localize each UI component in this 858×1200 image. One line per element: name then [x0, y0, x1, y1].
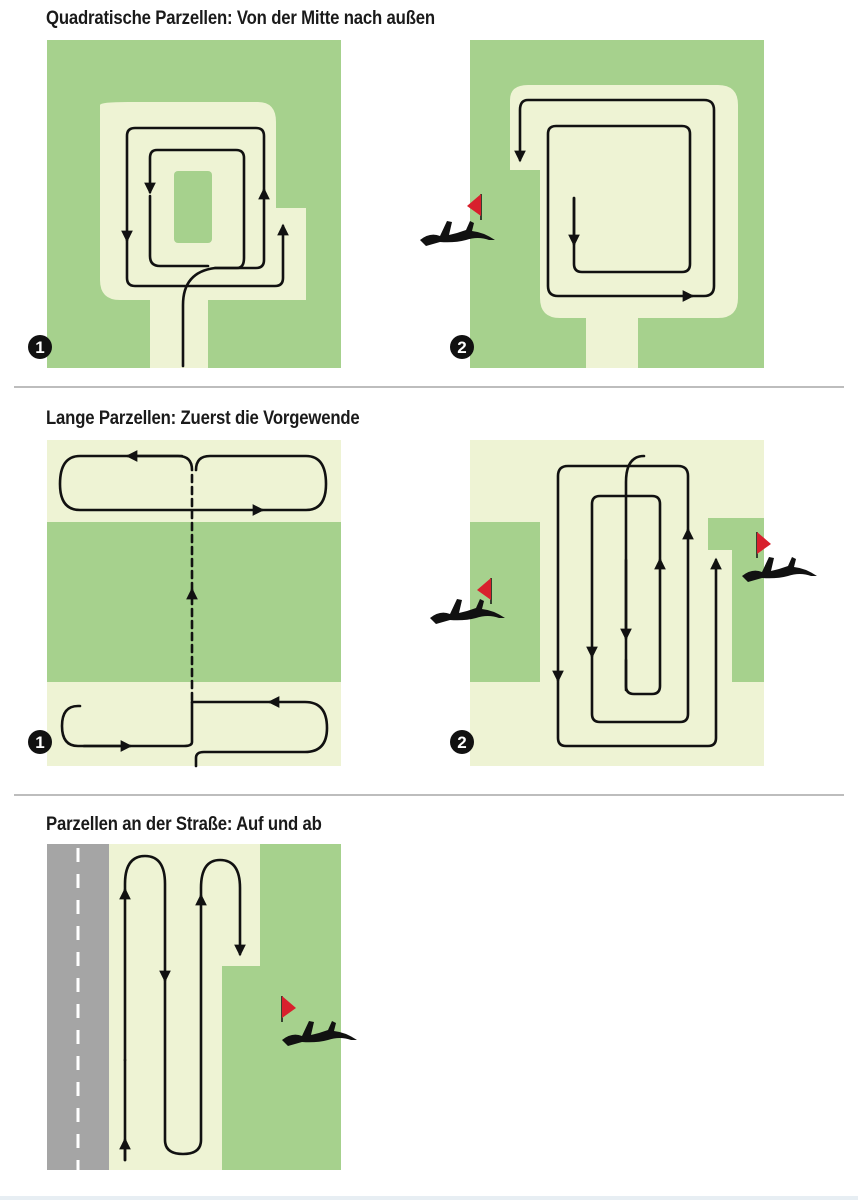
mowing-path-road	[119, 854, 246, 1162]
red-flag-icon	[756, 532, 771, 558]
number-badge-icon	[28, 335, 52, 359]
section-title-road-plots: Parzellen an der Straße: Auf und ab	[46, 814, 322, 835]
mowing-path-long-2	[552, 454, 722, 748]
section-title-long-plots: Lange Parzellen: Zuerst die Vorgewende	[46, 408, 360, 429]
mowing-path	[121, 126, 289, 368]
hare-icon	[420, 221, 495, 246]
badge-label: 2	[457, 733, 466, 752]
divider	[14, 386, 844, 388]
mowing-path-long-1	[58, 450, 329, 768]
number-badge-icon	[450, 730, 474, 754]
hare-icon	[742, 557, 817, 582]
number-badge-icon	[28, 730, 52, 754]
badge-label: 1	[35, 338, 44, 357]
hare-icon	[282, 1021, 357, 1046]
badge-label: 2	[457, 338, 466, 357]
field-area-right	[708, 518, 764, 682]
red-flag-icon	[281, 996, 296, 1022]
red-flag-icon	[477, 578, 492, 604]
bottom-strip	[0, 1196, 858, 1200]
red-flag-icon	[467, 194, 482, 220]
section-title-square-plots: Quadratische Parzellen: Von der Mitte na…	[46, 8, 435, 29]
field-area	[47, 522, 341, 682]
unmowed-center	[174, 171, 212, 243]
hare-icon	[430, 599, 505, 624]
diagram-long-panels: 1 2	[28, 440, 817, 768]
divider	[14, 794, 844, 796]
mowing-path-2	[514, 98, 716, 302]
diagram-square-panel-1: 1 2	[28, 40, 764, 368]
badge-label: 1	[35, 733, 44, 752]
number-badge-icon	[450, 335, 474, 359]
